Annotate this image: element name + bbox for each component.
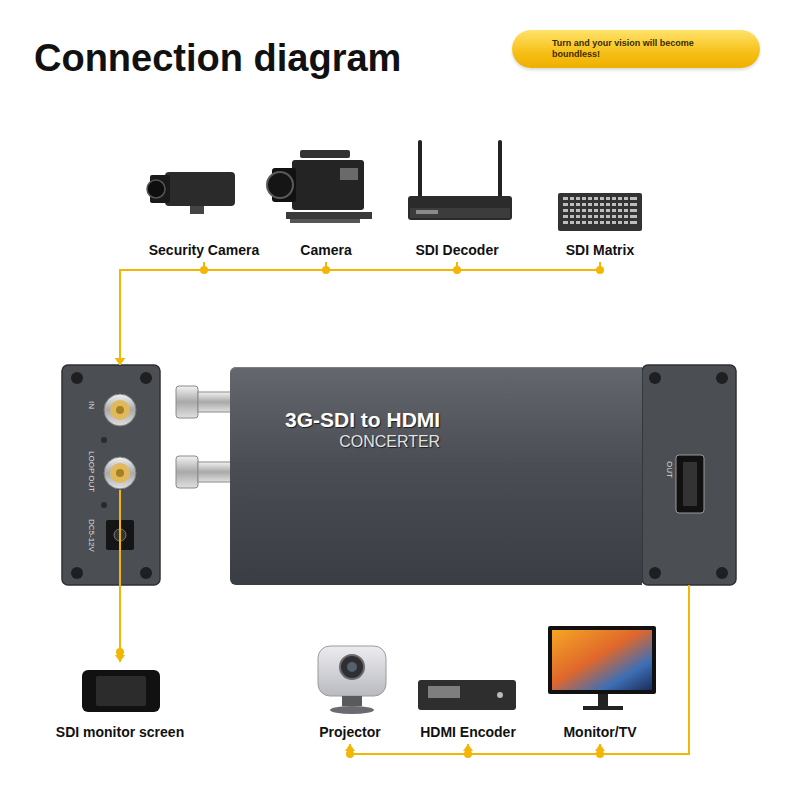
port-label: IN — [86, 401, 96, 409]
connector-line — [119, 585, 121, 662]
arrow-head — [115, 358, 125, 365]
text-stack: 3G-SDI to HDMICONCERTER — [285, 407, 440, 452]
diagram-title: Connection diagram — [34, 36, 401, 80]
arrow-head — [115, 655, 125, 662]
device-label: SDI Decoder — [415, 242, 498, 258]
connector-line — [120, 262, 204, 365]
signal-connector — [115, 262, 457, 365]
device-node: HDMI Encoder — [410, 640, 526, 744]
arrow-head — [115, 358, 125, 365]
device-label: SDI monitor screen — [56, 724, 184, 740]
device-node: SDI Matrix — [545, 185, 655, 262]
port-label: LOOP OUT — [86, 451, 96, 492]
arrow-head — [595, 744, 605, 751]
device-node: Security Camera — [140, 160, 268, 262]
node-text: Turn and your vision will become boundle… — [552, 38, 727, 60]
signal-connector — [345, 585, 689, 754]
signal-connector — [115, 585, 125, 662]
connector-line — [350, 585, 689, 754]
arrow-head — [463, 744, 473, 751]
connector-line — [120, 262, 600, 365]
device-label: Monitor/TV — [563, 724, 636, 740]
connector-line — [120, 262, 457, 365]
device-label: SDI Matrix — [566, 242, 634, 258]
slogan-badge: Turn and your vision will become boundle… — [512, 30, 760, 68]
device-node: SDI Decoder — [398, 135, 516, 262]
arrow-head — [345, 744, 355, 751]
port-label: DC5-12V — [86, 519, 96, 552]
device-node: Monitor/TV — [545, 620, 655, 744]
signal-connector — [115, 262, 204, 365]
device-label: Camera — [300, 242, 351, 258]
device-label: Projector — [319, 724, 380, 740]
signal-connector — [115, 262, 326, 365]
connector-line — [120, 262, 326, 365]
device-node: SDI monitor screen — [50, 662, 190, 744]
product-name: CONCERTER — [285, 432, 440, 452]
device-node: Projector — [300, 625, 400, 744]
arrow-head — [115, 358, 125, 365]
product-name: 3G-SDI to HDMI — [285, 407, 440, 432]
arrow-head — [115, 358, 125, 365]
input-panel: IN LOOP OUT DC5-12V — [62, 365, 160, 585]
device-label: HDMI Encoder — [420, 724, 516, 740]
device-label: Security Camera — [149, 242, 260, 258]
converter-body: 3G-SDI to HDMICONCERTER — [230, 367, 642, 585]
signal-connector — [115, 262, 600, 365]
output-panel: OUT — [642, 365, 736, 585]
port-label: OUT — [664, 461, 674, 478]
device-node: Camera — [268, 145, 384, 262]
